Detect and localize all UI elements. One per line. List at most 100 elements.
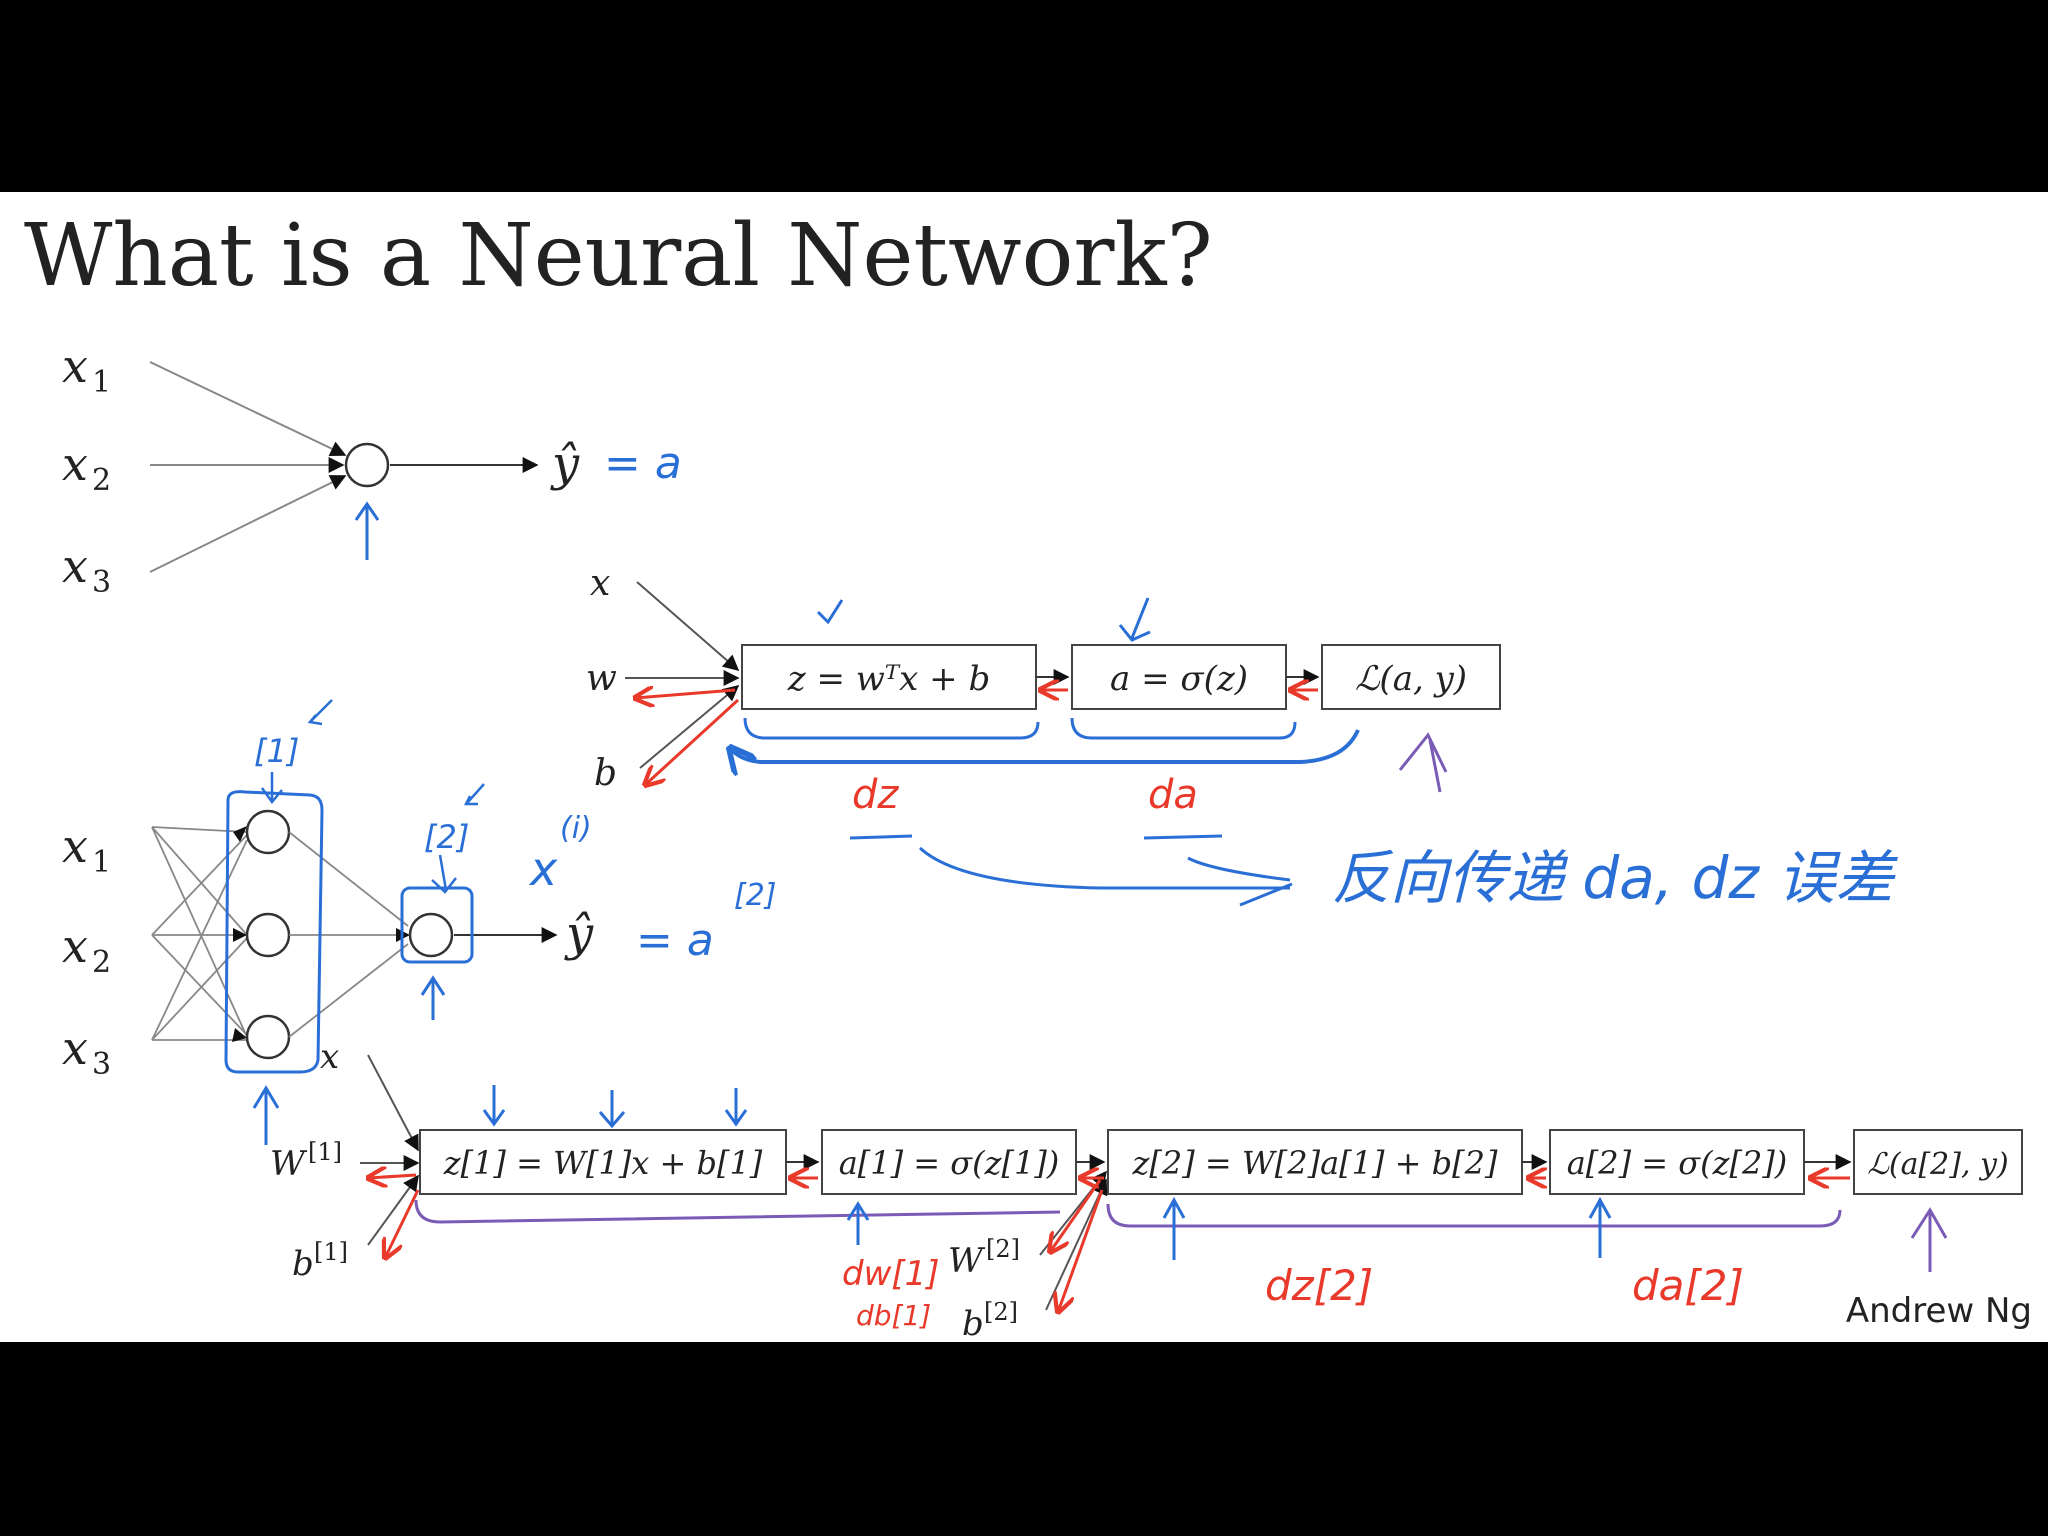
output-up-arrow	[420, 975, 446, 1020]
g2-param-b2: b [2]	[962, 1298, 1018, 1344]
g1-input-w: w	[586, 658, 617, 699]
input-x3: x 3	[62, 539, 111, 600]
svg-text:x: x	[62, 339, 88, 393]
edge-x3-neuron	[149, 475, 347, 573]
hidden-layer-outline	[224, 790, 324, 1074]
tl-input-x2: x 2	[62, 919, 111, 980]
slide-title: What is a Neural Network?	[24, 206, 1213, 306]
tl-input-x3: x 3	[62, 1021, 111, 1082]
svg-text:3: 3	[92, 1047, 111, 1082]
g2-note-dw1: dw[1]	[842, 1254, 940, 1294]
g1-brace-z	[743, 717, 1040, 740]
g2-note-da2: da[2]	[1632, 1261, 1744, 1310]
g1-box-loss-label: ℒ(a, y)	[1355, 659, 1467, 699]
g1-purple-up-arrow	[1398, 732, 1448, 793]
g1-edge-b	[639, 684, 740, 769]
g2-purple-brace-2	[1106, 1203, 1842, 1228]
svg-text:2: 2	[92, 945, 111, 980]
hidden-up-arrow	[252, 1085, 280, 1145]
g1-blue-back-sweep	[730, 729, 1360, 762]
svg-text:x: x	[62, 539, 88, 593]
g1-input-x: x	[590, 563, 610, 604]
g2-box-a2-label: a[2] = σ(z[2])	[1567, 1144, 1788, 1182]
g1-box-a-label: a = σ(z)	[1110, 659, 1248, 699]
svg-text:x: x	[62, 919, 88, 973]
g2-note-dz2: dz[2]	[1265, 1261, 1373, 1310]
g2-purple-brace-1	[414, 1199, 1061, 1224]
g1-red-back-arrow-b	[645, 698, 740, 785]
g2-box-a2	[1549, 1129, 1805, 1195]
svg-text:W: W	[948, 1241, 986, 1281]
input-x1: x 1	[62, 339, 111, 400]
layer2-tag: [2]	[424, 818, 469, 856]
tl-output-note-sup: [2]	[734, 878, 777, 913]
output-yhat: ŷ	[550, 436, 580, 492]
layer1-check-arrow	[307, 699, 333, 726]
g2-param-b1: b [1]	[292, 1238, 348, 1284]
g2-box-z1-label: z[1] = W[1]x + b[1]	[443, 1144, 763, 1182]
single-neuron-diagram: x 1 x 2 x 3 ŷ = a	[62, 339, 682, 600]
layer1-down-arrow	[260, 772, 283, 805]
svg-text:1: 1	[92, 845, 111, 880]
svg-text:x: x	[528, 842, 558, 896]
g1-caption-arrow	[918, 846, 1293, 907]
layer2-down-arrow	[431, 854, 457, 894]
edge-x1-neuron	[149, 361, 347, 457]
svg-text:[2]: [2]	[984, 1298, 1018, 1326]
g2-box-z2-label: z[2] = W[2]a[1] + b[2]	[1132, 1144, 1498, 1182]
output-node	[408, 912, 454, 958]
tl-hidden-output-edges	[288, 831, 409, 1038]
g1-box-loss	[1321, 644, 1501, 710]
g2-note-db1: db[1]	[856, 1299, 931, 1332]
svg-text:3: 3	[92, 565, 111, 600]
svg-text:[1]: [1]	[314, 1238, 348, 1266]
svg-text:1: 1	[92, 365, 111, 400]
blue-up-arrow-icon	[354, 501, 380, 560]
svg-text:x: x	[62, 819, 88, 873]
g2-param-W2: W [2]	[948, 1235, 1020, 1281]
tl-output-yhat: ŷ	[564, 906, 594, 962]
g2-purple-up-arrow	[1910, 1207, 1948, 1272]
g2-box-loss-label: ℒ(a[2], y)	[1867, 1147, 2008, 1182]
graph-2: x W [1] b [1] z[1] = W[1]x + b[1] a[1] =…	[270, 1037, 2023, 1344]
svg-text:x: x	[62, 437, 88, 491]
svg-text:(i): (i)	[560, 811, 592, 846]
svg-text:2: 2	[92, 463, 111, 498]
g1-note-da: da	[1148, 772, 1198, 818]
g1-box-z-label: z = wᵀx + b	[787, 659, 990, 699]
g2-box-a1-label: a[1] = σ(z[1])	[839, 1144, 1060, 1182]
g1-underline-da	[1143, 834, 1223, 840]
g2-input-x: x	[320, 1037, 339, 1077]
g2-box-loss	[1853, 1129, 2023, 1195]
g2-red-back-arrows	[368, 1175, 1850, 1312]
g1-blue-check-mark	[816, 599, 844, 625]
g2-edge-b2	[1045, 1178, 1108, 1311]
layer1-tag: [1]	[254, 732, 299, 770]
g1-box-a	[1071, 644, 1287, 710]
tl-output-note: = a	[636, 915, 714, 966]
g1-brace-a	[1070, 717, 1297, 740]
svg-text:[2]: [2]	[986, 1235, 1020, 1263]
two-layer-network: x 1 x 2 x 3	[62, 699, 777, 1145]
svg-text:b: b	[292, 1244, 314, 1284]
tl-hidden-arrowheads	[232, 826, 247, 1042]
g1-note-dz: dz	[852, 772, 899, 818]
g2-edge-b1	[367, 1174, 419, 1246]
g1-input-b: b	[594, 753, 617, 794]
g2-box-z2	[1107, 1129, 1523, 1195]
svg-text:W: W	[270, 1144, 308, 1184]
g2-box-z1	[419, 1129, 787, 1195]
g1-underline-dz	[849, 834, 913, 840]
g1-caption-text: 反向传递 da, dz 误差	[1332, 844, 1898, 912]
hidden-node-2	[245, 912, 291, 958]
xi-annotation: x (i)	[528, 811, 592, 896]
g1-red-back-arrow-w	[635, 690, 736, 698]
svg-text:x: x	[62, 1021, 88, 1075]
g1-edge-x	[636, 581, 740, 672]
g2-blue-up-arrows	[846, 1196, 1612, 1260]
neuron-node	[344, 442, 390, 488]
svg-text:[1]: [1]	[308, 1138, 342, 1166]
tl-input-hidden-edges	[151, 826, 248, 1041]
g2-param-W1: W [1]	[270, 1138, 342, 1184]
hidden-node-1	[245, 809, 291, 855]
